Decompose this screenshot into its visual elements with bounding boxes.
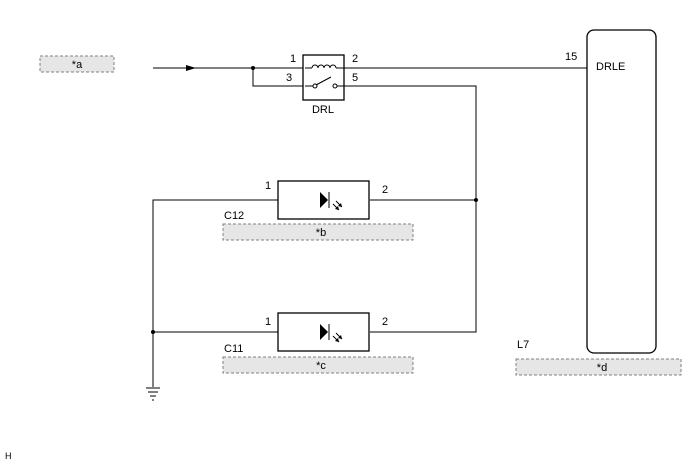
relay-pin-3: 3: [286, 72, 292, 84]
corner-mark: H: [5, 451, 12, 461]
c12-pin-2: 2: [382, 184, 388, 196]
wire-relay-pin5-bus: [344, 85, 477, 333]
wire-to-relay-pin3: [252, 68, 305, 87]
input-arrow: [186, 65, 196, 71]
c12-pin-1: 1: [265, 180, 271, 192]
ground-icon: [146, 387, 160, 401]
led-c11-icon: [320, 324, 343, 343]
placeholder-b-box: [222, 223, 414, 241]
c11-connector-label: C11: [224, 343, 243, 355]
ecu-connector-label: L7: [517, 339, 529, 351]
junction-bus: [474, 198, 478, 202]
c11-pin-1: 1: [265, 316, 271, 328]
junction-ground: [151, 330, 155, 334]
placeholder-c-label: *c: [316, 360, 326, 372]
relay-pin-1: 1: [290, 53, 296, 65]
relay-name: DRL: [312, 104, 334, 116]
placeholder-c-box: [222, 356, 414, 374]
wire-c12-to-ground: [152, 199, 278, 387]
relay-coil-icon: [311, 64, 337, 69]
ecu-pin-15: 15: [565, 51, 577, 63]
c12-connector-label: C12: [224, 210, 244, 222]
ecu-terminal-label: DRLE: [596, 61, 625, 73]
relay-pin-5: 5: [352, 72, 358, 84]
placeholder-a-box: [39, 55, 115, 73]
placeholder-a-label: *a: [72, 59, 83, 71]
placeholder-d-box: [515, 358, 682, 376]
drl-relay-box: [302, 54, 345, 101]
placeholder-d-label: *d: [597, 362, 607, 374]
ecu-block: [586, 29, 657, 354]
led-c12-icon: [320, 192, 343, 211]
relay-pin-2: 2: [352, 53, 358, 65]
relay-switch-icon: [305, 76, 344, 89]
placeholder-b-label: *b: [316, 227, 326, 239]
c11-pin-2: 2: [382, 316, 388, 328]
